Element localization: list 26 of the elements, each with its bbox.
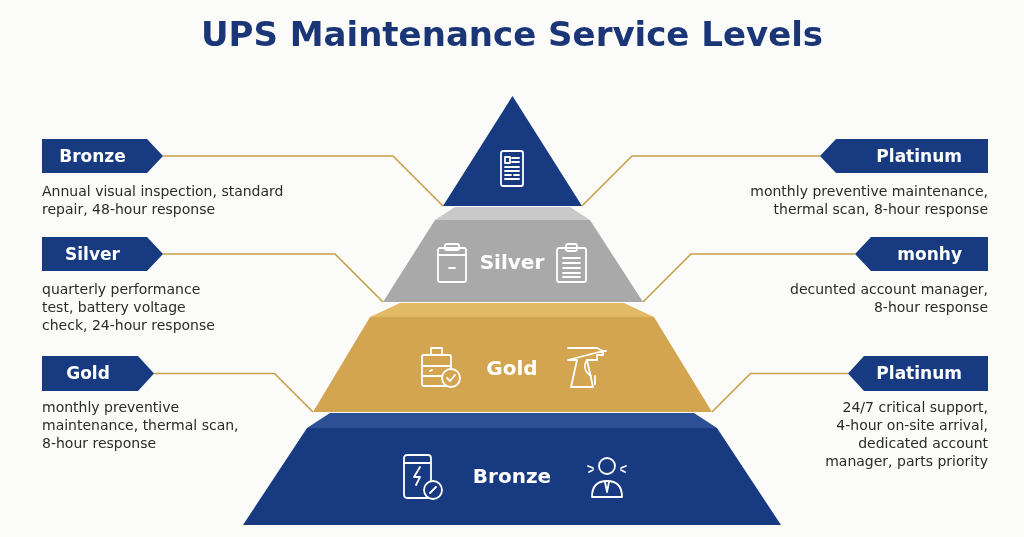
tier-ribbon: Bronze [42, 139, 163, 173]
pyramid-tier [243, 413, 781, 525]
tier-ribbon: Gold [42, 356, 154, 391]
leader-line [162, 155, 444, 207]
tier-ribbon: monhy [855, 237, 988, 271]
pyramid-tier [313, 303, 712, 412]
tier-ribbon: Silver [42, 237, 163, 271]
leader-line [711, 372, 849, 413]
pyramid-apex [443, 96, 582, 206]
leader-line [153, 372, 314, 413]
tier-description: monthly preventive maintenance, thermal scan, 8-hour response [749, 182, 988, 218]
tier-label: Silver [479, 250, 545, 274]
tier-description: monthly preventive maintenance, thermal scan, 8-hour response [42, 398, 240, 452]
leader-line [162, 253, 384, 303]
tier-description: quarterly performance test, battery voltage check, 24-hour response [42, 280, 216, 334]
tier-ribbon: Platinum [820, 139, 988, 173]
tier-description: 24/7 critical support, 4-hour on-site arrival, dedicated account manager, parts priority [824, 398, 988, 470]
leader-line [581, 155, 821, 207]
tier-label: Bronze [472, 464, 552, 488]
tier-label: Gold [486, 356, 538, 380]
tier-description: decunted account manager, 8-hour response [789, 280, 988, 316]
tier-description: Annual visual inspection, standard repair, 48-hour response [42, 182, 285, 218]
tier-ribbon: Platinum [848, 356, 988, 391]
title: UPS Maintenance Service Levels [200, 13, 824, 55]
pyramid-tier [383, 207, 643, 302]
leader-line [642, 253, 856, 303]
